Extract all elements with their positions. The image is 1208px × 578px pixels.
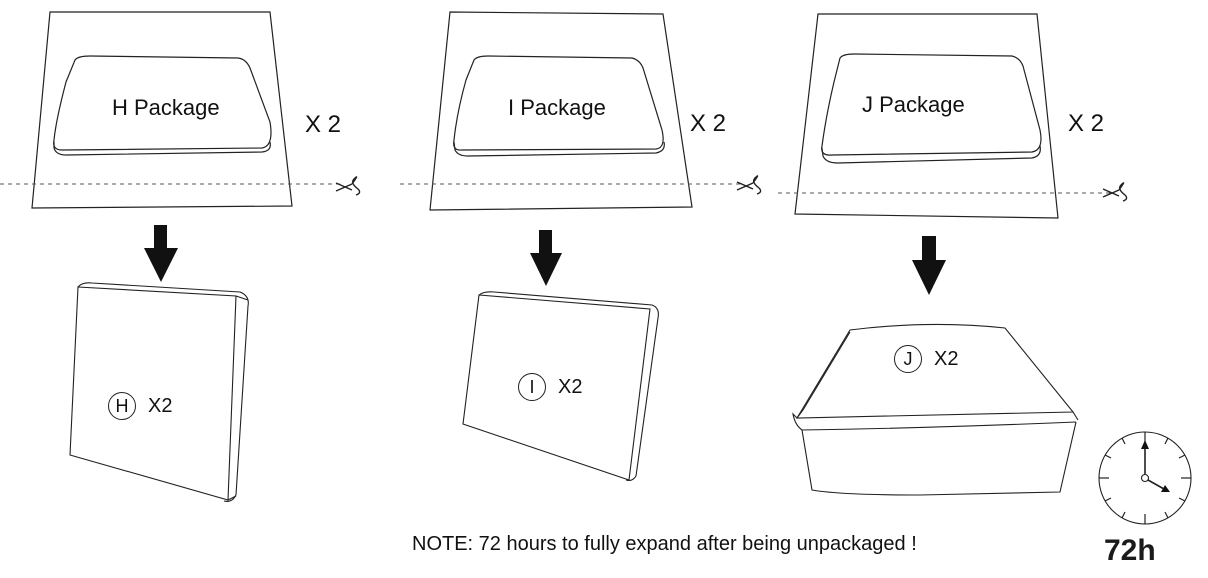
expanded-i-marker: I X2 bbox=[518, 373, 582, 401]
package-j-label: J Package bbox=[862, 92, 965, 117]
expanded-j-marker: J X2 bbox=[894, 345, 958, 373]
expanded-h-quantity: X2 bbox=[148, 394, 173, 417]
scissors-icon bbox=[1102, 182, 1128, 202]
package-h-bag bbox=[31, 11, 293, 209]
scissors-icon bbox=[335, 176, 361, 196]
expanded-j-quantity: X2 bbox=[934, 347, 959, 370]
package-h-quantity: X 2 bbox=[305, 111, 342, 138]
circled-letter-h: H bbox=[108, 392, 136, 420]
expansion-note: NOTE: 72 hours to fully expand after bei… bbox=[412, 533, 917, 555]
expanded-cushion-i bbox=[462, 291, 659, 482]
expanded-h-marker: H X2 bbox=[108, 392, 172, 420]
expanded-cushion-h bbox=[69, 282, 249, 502]
expanded-i-quantity: X2 bbox=[558, 375, 583, 398]
scissors-icon bbox=[736, 175, 762, 195]
package-j-quantity: X 2 bbox=[1068, 110, 1105, 137]
circled-letter-j: J bbox=[894, 345, 922, 373]
circled-letter-i: I bbox=[518, 373, 546, 401]
expand-time-label: 72h bbox=[1104, 534, 1156, 567]
expanded-cushion-j bbox=[792, 323, 1079, 496]
package-h-label: H Package bbox=[112, 95, 220, 120]
down-arrow-icon bbox=[912, 236, 946, 295]
package-i-label: I Package bbox=[508, 95, 606, 120]
down-arrow-icon bbox=[144, 225, 178, 282]
package-i-bag bbox=[429, 11, 693, 211]
clock-icon bbox=[1098, 431, 1192, 525]
package-j-bag bbox=[794, 13, 1059, 219]
package-i-quantity: X 2 bbox=[690, 110, 727, 137]
down-arrow-icon bbox=[530, 230, 562, 286]
